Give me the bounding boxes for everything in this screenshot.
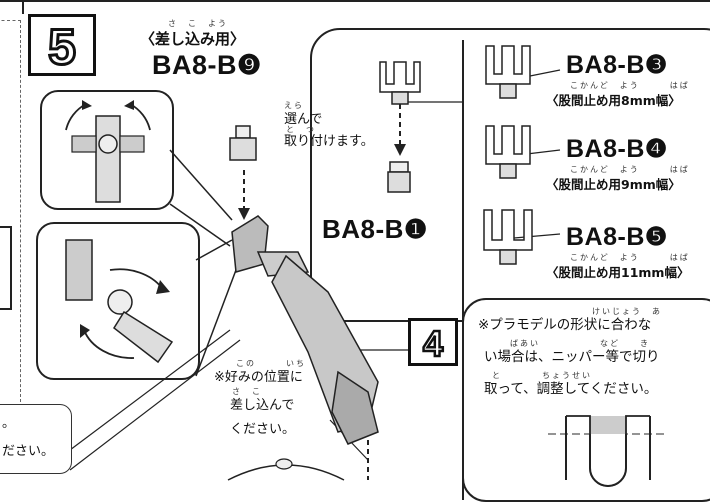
trim-fork-illustration <box>548 415 668 487</box>
variant-code-9mm: BA8-B❹ <box>566 135 668 163</box>
position-note-line2: 差し込んで <box>230 398 295 413</box>
fit-note-ruby2: ばあい など き <box>510 339 650 348</box>
left-panel-edge <box>0 226 12 310</box>
svg-text:5: 5 <box>48 19 76 75</box>
variants-divider <box>462 40 464 500</box>
step-number-box: 5 <box>28 14 96 77</box>
rotate-view-bottom-illustration <box>65 239 174 364</box>
variant-label-11mm: 〈股間止め用11mm幅〉 <box>546 265 690 280</box>
position-note-ruby: この いち <box>236 359 306 368</box>
variant-ruby-8mm: こかんど よう はば <box>570 81 690 90</box>
peg-part-icon <box>229 125 257 161</box>
sub-step-glyph: 4 <box>422 322 445 366</box>
svg-text:4: 4 <box>423 323 443 364</box>
top-frame-line <box>0 0 710 2</box>
choose-note-ruby: えら <box>284 101 304 110</box>
variant-fork-icon-9mm <box>485 125 531 179</box>
rotate-view-top-illustration <box>65 100 151 203</box>
position-note-line1: ※好みの位置に <box>214 370 303 385</box>
variant-code-8mm: BA8-B❸ <box>566 51 668 79</box>
fit-note-line3: 取って、調整してください。 <box>484 381 658 397</box>
position-note-line3: ください。 <box>230 422 296 437</box>
step-number-glyph: 5 <box>47 18 78 77</box>
choose-note-ruby2: と つ <box>286 125 316 134</box>
choose-note-line2: 取り付けます。 <box>284 134 374 149</box>
cut-callout-line2: ださい。 <box>2 444 55 459</box>
fit-note-ruby3: と ちょうせい <box>492 371 592 380</box>
base-part-code: BA8-B❶ <box>322 214 428 244</box>
variant-ruby-11mm: こかんど よう はば <box>570 253 690 262</box>
insert-part-ruby: さ こ よう <box>168 19 228 28</box>
choose-note-line1: 選んで <box>284 112 323 127</box>
variant-code-11mm: BA8-B❺ <box>566 223 668 251</box>
variant-fork-icon-8mm <box>485 45 531 99</box>
variant-fork-icon-11mm <box>483 209 533 265</box>
base-part-icon <box>387 161 411 193</box>
variant-ruby-9mm: こかんど よう はば <box>570 165 690 174</box>
bottom-part-hint <box>227 458 345 481</box>
fit-note-ruby1: けいじょう あ <box>592 307 662 316</box>
variant-label-8mm: 〈股間止め用8mm幅〉 <box>546 93 681 108</box>
arm-assembly-illustration <box>231 215 379 445</box>
left-frame-line <box>22 0 24 14</box>
fit-note-panel <box>462 298 710 502</box>
sub-step-box: 4 <box>408 318 458 366</box>
cut-callout <box>0 404 72 474</box>
fit-note-line2: い場合は、ニッパー等で切り <box>484 349 660 365</box>
cut-callout-line1: 。 <box>2 416 16 431</box>
fork-part-icon <box>379 61 421 105</box>
fit-note-line1: ※プラモデルの形状に合わな <box>478 317 652 333</box>
position-note-ruby2: さ こ <box>232 387 262 396</box>
variant-label-9mm: 〈股間止め用9mm幅〉 <box>546 177 681 192</box>
insert-part-code: BA8-B❾ <box>152 50 262 80</box>
insert-part-label: 〈差し込み用〉 <box>140 30 246 48</box>
